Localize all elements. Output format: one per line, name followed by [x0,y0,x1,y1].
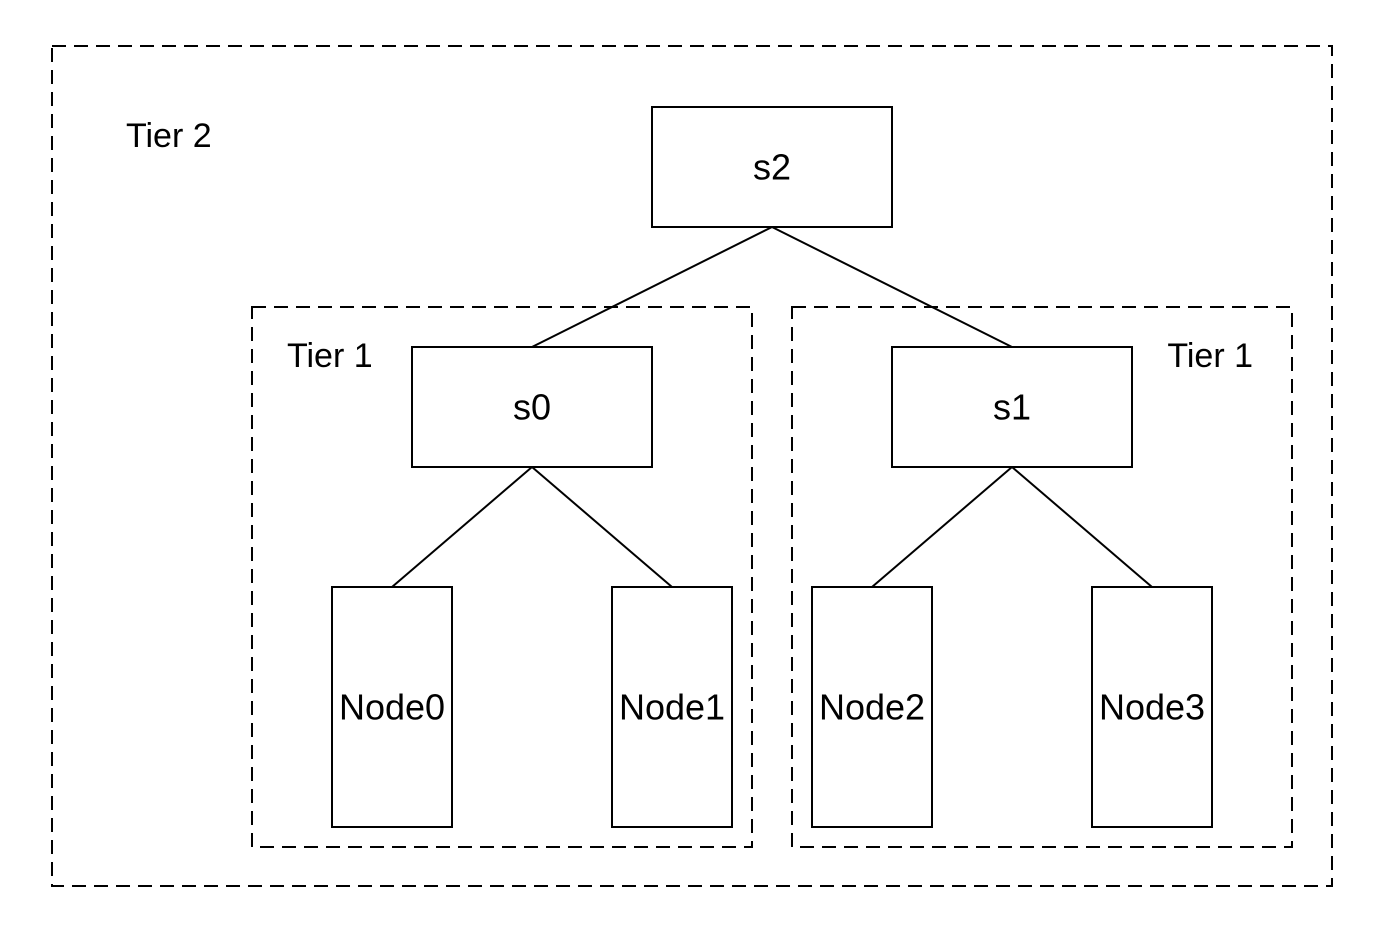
edge-s0-node1 [531,466,673,588]
switch-s2-label: s2 [753,147,791,188]
node-1-box [611,586,733,828]
node-0-box [331,586,453,828]
switch-s1-box [891,346,1133,468]
node-3-box [1091,586,1213,828]
switch-s0-box [411,346,653,468]
edge-s2-s1 [771,226,1013,348]
tier2-label: Tier 2 [126,117,212,155]
tier2-group [51,45,1333,887]
tier1-right-group [791,306,1293,848]
switch-s1: s1 [891,346,1133,468]
node-0-label: Node0 [339,687,445,728]
node-1: Node1 [611,586,733,828]
node-0: Node0 [331,586,453,828]
switch-s0-label: s0 [513,387,551,428]
switch-s2-box [651,106,893,228]
node-2-label: Node2 [819,687,925,728]
edge-s1-node2 [871,466,1013,588]
edge-s2-s0 [531,226,773,348]
node-2-box [811,586,933,828]
node-2: Node2 [811,586,933,828]
tier1-left-label: Tier 1 [287,337,373,375]
node-3: Node3 [1091,586,1213,828]
switch-s0: s0 [411,346,653,468]
edge-s0-node0 [391,466,533,588]
tier1-left-group [251,306,753,848]
tier1-right-label: Tier 1 [1167,337,1253,375]
edge-s1-node3 [1011,466,1153,588]
switch-s1-label: s1 [993,387,1031,428]
node-3-label: Node3 [1099,687,1205,728]
switch-s2: s2 [651,106,893,228]
node-1-label: Node1 [619,687,725,728]
